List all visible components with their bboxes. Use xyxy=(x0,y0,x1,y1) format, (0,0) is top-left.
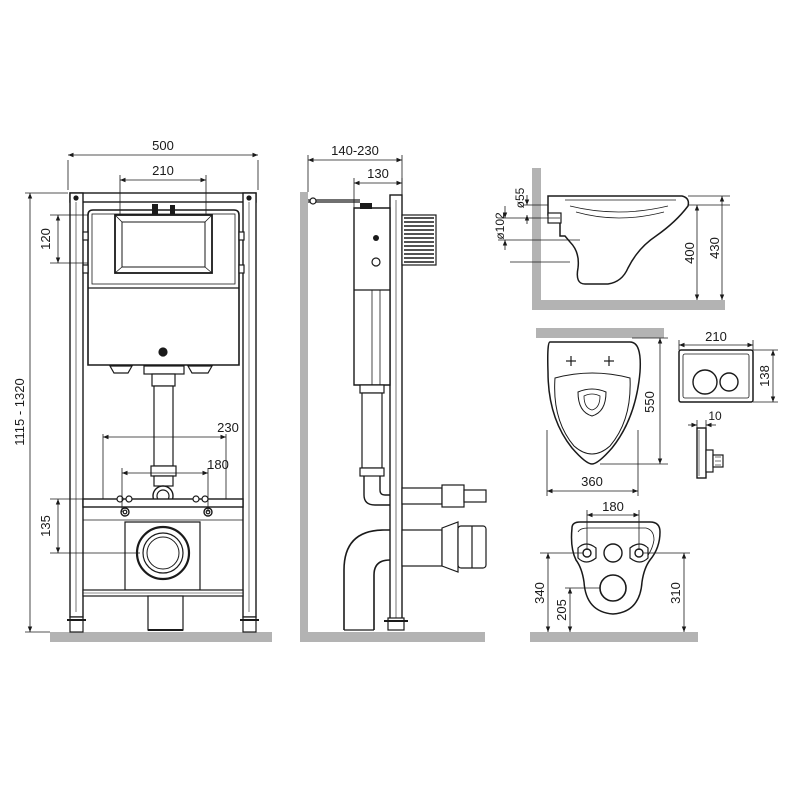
side-drain-pipe xyxy=(401,529,443,567)
toilet-back-bolt-height-label: 340 xyxy=(532,582,547,604)
toilet-top-dimensions xyxy=(546,337,668,496)
toilet-rim-height-label: 400 xyxy=(682,242,697,264)
toilet-inlet-diameter-label: ø55 xyxy=(513,187,527,208)
toilet-back-inlet-height-label: 310 xyxy=(668,582,683,604)
front-width-label: 500 xyxy=(152,138,174,153)
side-flush-bend xyxy=(363,476,390,506)
front-inner-width-label: 210 xyxy=(152,163,174,178)
drain-outlet xyxy=(135,525,191,581)
toilet-top-length-label: 550 xyxy=(642,391,657,413)
flush-plate-depth-label: 10 xyxy=(708,409,722,423)
front-mount-spacing-label: 180 xyxy=(207,457,229,472)
flush-button-small xyxy=(719,372,739,392)
toilet-top-view xyxy=(536,328,664,465)
toilet-top-outline xyxy=(547,341,642,465)
toilet-top-seat-hole xyxy=(577,388,607,417)
toilet-side-wall xyxy=(532,168,541,303)
toilet-side-view xyxy=(532,168,725,310)
side-depth-range-label: 140-230 xyxy=(331,143,379,158)
toilet-side-dimensions xyxy=(498,195,730,300)
side-inlet-connector xyxy=(401,487,443,505)
toilet-back-outlet xyxy=(599,574,627,602)
side-flush-box xyxy=(401,214,437,266)
front-top-offset-label: 120 xyxy=(38,228,53,250)
front-view xyxy=(50,192,272,642)
toilet-back-bolt-spacing-label: 180 xyxy=(602,499,624,514)
toilet-side-body xyxy=(547,195,690,285)
side-floor xyxy=(300,632,485,642)
drain-pipe xyxy=(147,595,184,631)
side-view xyxy=(300,192,487,642)
toilet-top-width-label: 360 xyxy=(581,474,603,489)
front-floor xyxy=(50,632,272,642)
front-height-range-label: 1115 - 1320 xyxy=(12,378,27,445)
side-dimensions xyxy=(307,155,403,208)
flush-plate-width-label: 210 xyxy=(705,329,727,344)
frame-left-upright xyxy=(69,192,84,618)
flush-opening xyxy=(114,214,213,274)
flush-button-large xyxy=(692,369,718,395)
flush-plate-side xyxy=(696,427,707,479)
frame-right-upright xyxy=(242,192,257,618)
flush-plate-dimensions xyxy=(678,340,778,428)
toilet-outlet-diameter-label: ø102 xyxy=(493,212,507,240)
toilet-back-inlet xyxy=(603,543,623,563)
side-wall xyxy=(300,192,308,632)
side-drain-elbow xyxy=(343,529,390,630)
side-depth-label: 130 xyxy=(367,166,389,181)
toilet-top-wall xyxy=(536,328,664,338)
front-dimensions xyxy=(25,152,259,633)
toilet-total-height-label: 430 xyxy=(707,237,722,259)
toilet-side-floor xyxy=(532,300,725,310)
frame-top-bar xyxy=(69,192,257,203)
front-bottom-offset-label: 135 xyxy=(38,515,53,537)
front-pipe-spacing-label: 230 xyxy=(217,420,239,435)
toilet-back-dimensions xyxy=(540,510,690,632)
flush-plate-view xyxy=(678,349,754,479)
flush-pipe xyxy=(151,373,176,387)
flush-plate-height-label: 138 xyxy=(757,365,772,387)
toilet-back-floor xyxy=(530,632,698,642)
cistern-inner xyxy=(91,213,236,285)
frame-cross-bar xyxy=(82,498,244,508)
toilet-back-view xyxy=(530,521,698,642)
toilet-back-outlet-height-label: 205 xyxy=(554,599,569,621)
